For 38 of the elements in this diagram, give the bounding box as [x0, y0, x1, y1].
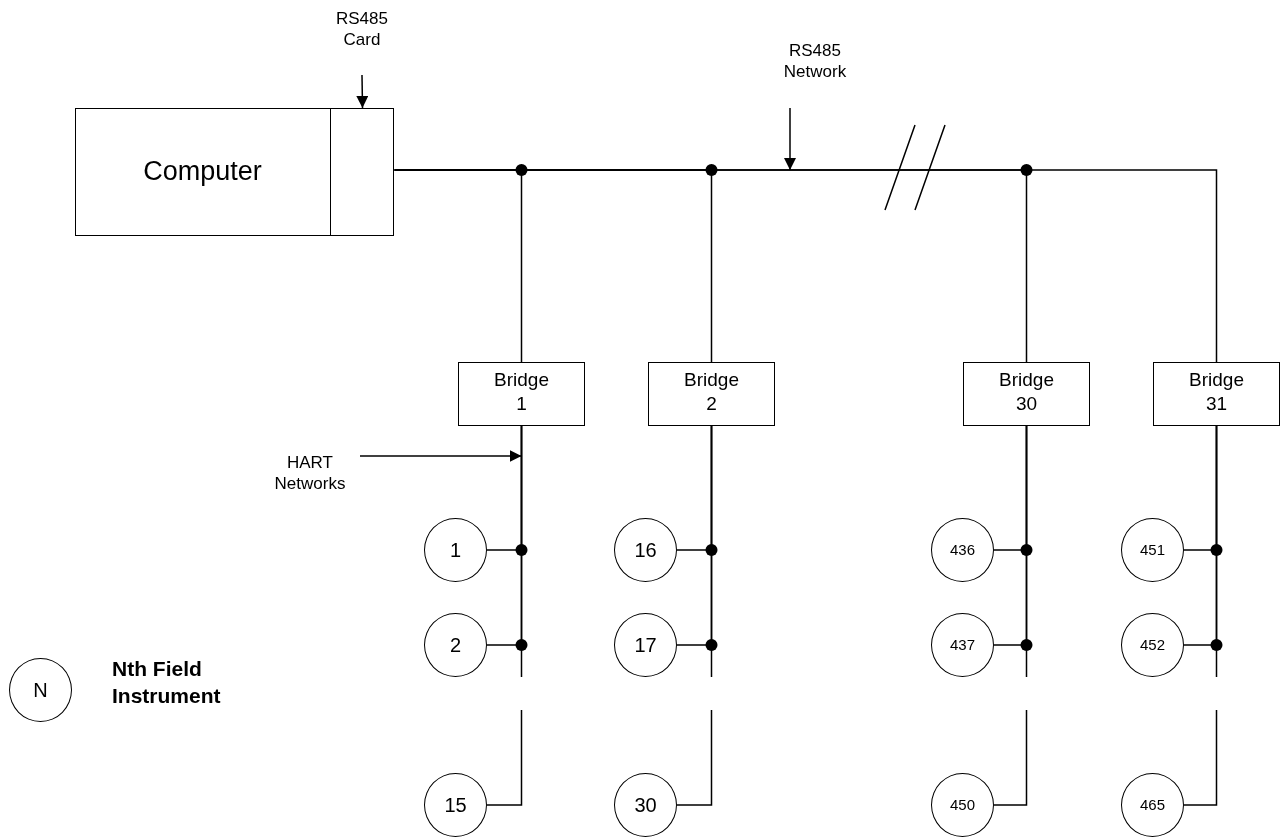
leader-arrow	[784, 107, 796, 171]
instrument-number: 16	[634, 537, 657, 563]
instrument-number: 451	[1140, 540, 1165, 560]
field-instrument-circle	[424, 773, 487, 837]
annotation-label: HART Networks	[274, 452, 346, 495]
computer-box	[75, 108, 394, 236]
instrument-number: 436	[950, 540, 975, 560]
instrument-number: 2	[449, 632, 462, 658]
instrument-number: N	[33, 677, 48, 703]
bridge-box	[1153, 362, 1280, 426]
instrument-number: 30	[634, 792, 657, 818]
instrument-number: 1	[449, 537, 462, 563]
wire	[486, 425, 523, 806]
bridge-label: Bridge 30	[999, 368, 1054, 416]
instrument-number: 450	[950, 795, 975, 815]
annotation-label: RS485 Card	[336, 8, 388, 51]
bridge-box	[458, 362, 585, 426]
bridge-label: Bridge 1	[494, 368, 549, 416]
instrument-number: 452	[1140, 635, 1165, 655]
bridge-box	[963, 362, 1090, 426]
leader-arrow	[356, 74, 369, 109]
node-label: Computer	[143, 155, 262, 189]
bridge-box	[648, 362, 775, 426]
leader-arrow	[359, 450, 523, 462]
instrument-number: 465	[1140, 795, 1165, 815]
field-instrument-circle	[931, 773, 994, 837]
instrument-number: 17	[634, 632, 657, 658]
wire	[1183, 425, 1218, 806]
wire	[993, 425, 1028, 806]
legend-description: Nth Field Instrument	[112, 656, 222, 710]
instrument-number: 15	[444, 792, 467, 818]
annotation-label: RS485 Network	[783, 40, 847, 83]
field-instrument-circle	[614, 773, 677, 837]
bridge-label: Bridge 2	[684, 368, 739, 416]
field-instrument-circle	[1121, 773, 1184, 837]
bridge-label: Bridge 31	[1189, 368, 1244, 416]
instrument-number: 437	[950, 635, 975, 655]
wire	[676, 425, 713, 806]
